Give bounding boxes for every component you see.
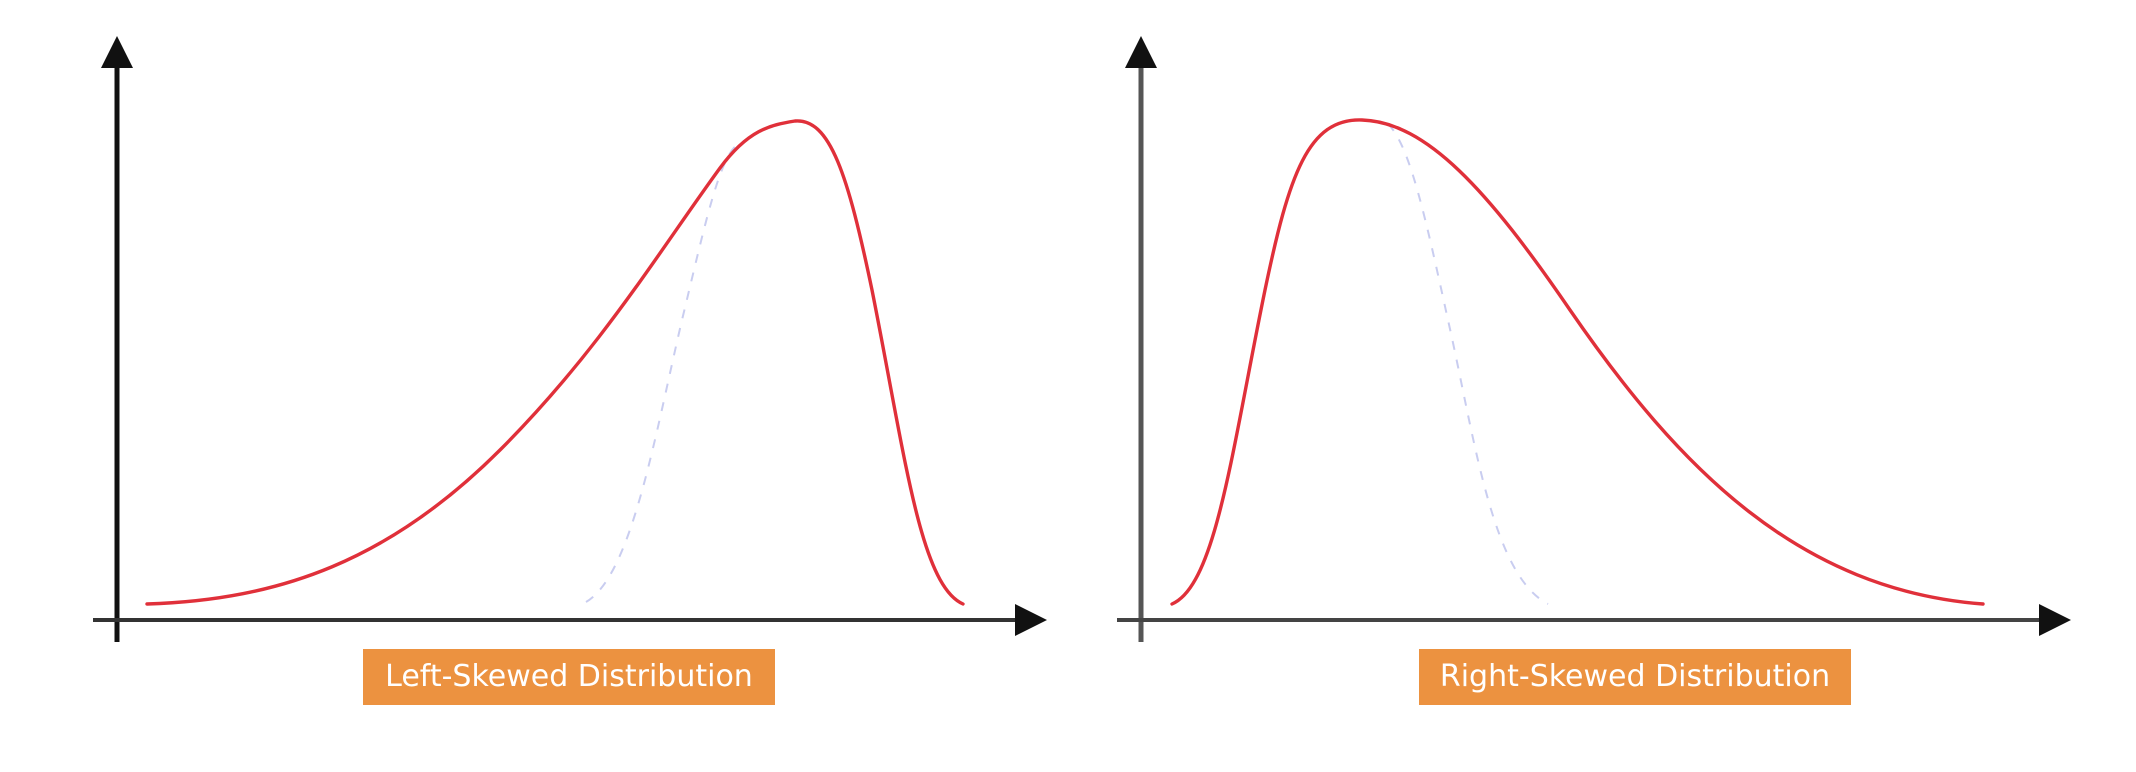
left-panel <box>93 36 1047 642</box>
left-caption-text: Left-Skewed Distribution <box>385 659 753 694</box>
left-dashed-reference-curve <box>585 142 741 603</box>
left-caption: Left-Skewed Distribution <box>363 649 775 705</box>
left-x-axis-arrow-icon <box>1015 604 1047 636</box>
right-x-axis-arrow-icon <box>2039 604 2071 636</box>
right-dashed-reference-curve <box>1387 123 1549 605</box>
right-caption: Right-Skewed Distribution <box>1419 649 1851 705</box>
right-y-axis-arrow-icon <box>1125 36 1157 68</box>
left-y-axis-arrow-icon <box>101 36 133 68</box>
left-skewed-curve <box>145 119 965 606</box>
right-skewed-curve <box>1170 118 1985 606</box>
right-caption-text: Right-Skewed Distribution <box>1439 659 1831 694</box>
right-panel <box>1117 36 2071 642</box>
